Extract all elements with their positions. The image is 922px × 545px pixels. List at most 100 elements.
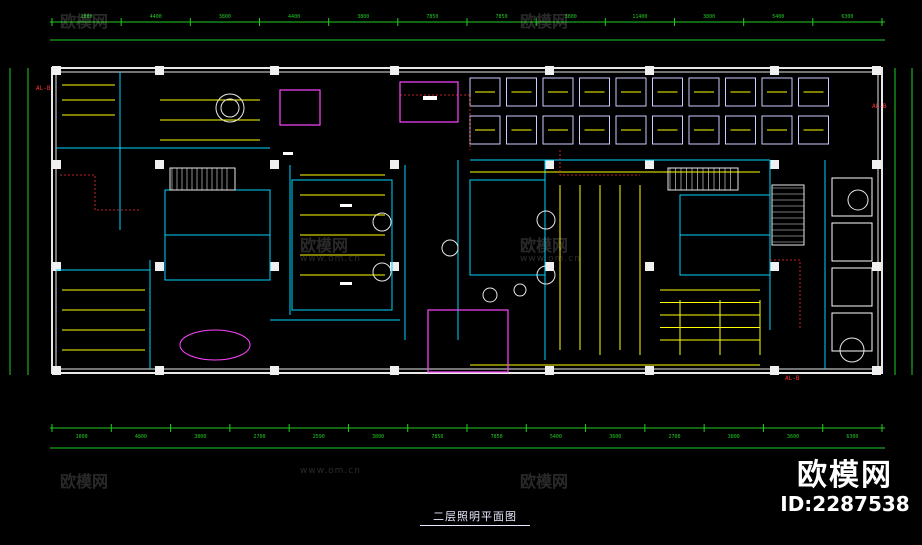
column [270,66,279,75]
top-dimension-label: 11400 [632,14,647,20]
dimension-lines [9,21,913,449]
ceiling-panel [652,115,683,145]
top-dimension-label: 4400 [150,14,162,20]
column [545,66,554,75]
panel-board-label: AL-B [785,375,800,382]
top-dimension-label: 3800 [219,14,231,20]
column [770,366,779,375]
column [155,66,164,75]
panel-board-label: AL-B [872,103,887,110]
outer-walls [51,67,883,374]
top-dimension-label: 3800 [565,14,577,20]
stair-treads [171,168,804,243]
column [872,66,881,75]
ceiling-panel [652,77,683,107]
column [770,160,779,169]
column [155,262,164,271]
top-dimension-label: 4400 [288,14,300,20]
top-dimension-labels: 1800 4400 3800 4400 3800 7850 7850 3800 11400 380… [81,14,854,20]
ceiling-panel [761,77,793,107]
circuit-wiring [60,94,801,330]
column [155,366,164,375]
ceiling-panel [688,77,720,107]
ceiling-panel [615,115,647,145]
ceiling-panel [506,115,537,145]
bottom-dimension-labels: 1800 4800 3800 2700 2590 3800 7850 7850 5400 3600… [76,434,859,440]
ceiling-panel [798,115,829,145]
column [645,262,654,271]
room-label-blocks [283,96,437,285]
column [390,262,399,271]
structural-columns [52,66,881,375]
ceiling-panel [831,177,873,217]
column [270,160,279,169]
top-dimension-label: 7850 [426,14,438,20]
ceiling-panel [688,115,720,145]
brand-id: ID:2287538 [780,492,910,516]
column [155,160,164,169]
brand-badge: 欧模网 ID:2287538 [770,450,920,516]
column [872,366,881,375]
bottom-dimension-label: 6300 [846,434,858,440]
bottom-dimension-label: 3800 [728,434,740,440]
round-features [179,93,869,363]
column [645,366,654,375]
panel-board-label: AL-B [36,85,51,92]
top-dimension-label: 6300 [841,14,853,20]
bottom-dimension-label: 3600 [609,434,621,440]
column [390,160,399,169]
bottom-dimension-label: 3800 [372,434,384,440]
bottom-dimension-label: 4800 [135,434,147,440]
column [270,262,279,271]
bottom-dimension-label: 7850 [491,434,503,440]
column [645,160,654,169]
ceiling-panel [725,77,756,107]
brand-name: 欧模网 [797,458,893,493]
bottom-dimension-label: 3800 [194,434,206,440]
column [390,366,399,375]
top-dimension-label: 7850 [496,14,508,20]
column [872,160,881,169]
bottom-dimension-label: 1800 [76,434,88,440]
ceiling-panel [831,267,873,307]
ceiling-panel [506,77,537,107]
top-dimension-label: 1800 [81,14,93,20]
column [872,262,881,271]
column [52,366,61,375]
column [770,262,779,271]
ceiling-panel [761,115,793,145]
top-dimension-label: 3800 [357,14,369,20]
ceiling-light-panels [469,77,873,352]
column [52,66,61,75]
light-fixtures [62,84,761,366]
top-dimension-label: 3800 [703,14,715,20]
bottom-dimension-label: 2590 [313,434,325,440]
bottom-dimension-label: 5400 [550,434,562,440]
ceiling-panel [725,115,756,145]
panel-board-labels: AL-B AL-B AL-B [36,85,887,382]
dimension-ticks [51,18,883,432]
column [270,366,279,375]
bottom-dimension-label: 7850 [431,434,443,440]
column [770,66,779,75]
column [52,262,61,271]
column [545,366,554,375]
ceiling-panel [831,312,873,352]
ceiling-panel [831,222,873,262]
ceiling-panel [579,115,610,145]
column [645,66,654,75]
ceiling-panel [469,77,501,107]
partitions [56,72,826,369]
bottom-dimension-label: 2700 [253,434,265,440]
top-dimension-label: 5400 [772,14,784,20]
ceiling-panel [542,77,574,107]
ceiling-panel [615,77,647,107]
column [52,160,61,169]
bottom-dimension-label: 3600 [787,434,799,440]
column [545,160,554,169]
ceiling-panel [579,77,610,107]
ceiling-panel [542,115,574,145]
column [390,66,399,75]
bottom-dimension-label: 2700 [668,434,680,440]
